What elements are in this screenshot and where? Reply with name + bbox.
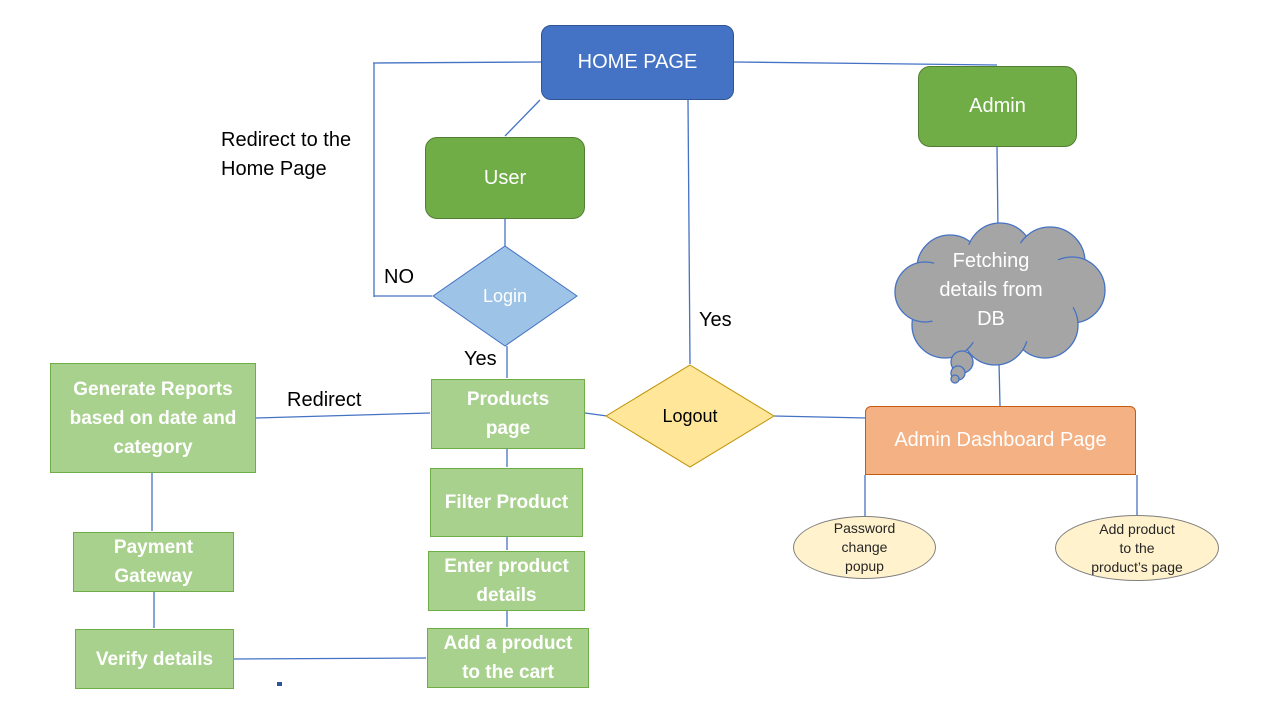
line-home-user	[504, 99, 541, 137]
user-node: User	[425, 137, 585, 219]
line-products-logout	[584, 412, 608, 417]
redirect-home-label: Redirect to the Home Page	[221, 129, 352, 180]
add-product-page-node: Add product to the product’s page	[1055, 515, 1219, 581]
add-to-cart-node: Add a product to the cart	[427, 628, 589, 688]
logout-text: Logout	[662, 405, 718, 426]
line-home-logout	[687, 99, 691, 365]
logout-diamond	[605, 364, 775, 468]
password-popup-text: Password change popup	[833, 520, 896, 574]
filter-product-node: Filter Product	[430, 468, 583, 537]
line-verify-cart	[233, 657, 427, 660]
login-diamond	[432, 245, 578, 347]
line-home-left	[372, 61, 542, 64]
line-logout-dashboard	[773, 415, 867, 419]
home-page-node: HOME PAGE	[541, 25, 734, 100]
yes-logout-label: Yes	[699, 309, 732, 331]
line-admin-cloud	[996, 146, 999, 232]
admin-node: Admin	[918, 66, 1077, 147]
password-popup-node: Password change popup	[793, 516, 936, 579]
add-to-cart-text: Add a product to the cart	[443, 633, 573, 683]
enter-product-details-text: Enter product details	[444, 556, 569, 606]
admin-dashboard-node: Admin Dashboard Page	[865, 406, 1136, 475]
products-page-text: Products page	[466, 389, 550, 439]
payment-gateway-node: Payment Gateway	[73, 532, 234, 592]
verify-details-node: Verify details	[75, 629, 234, 689]
line-reports-products	[255, 412, 431, 419]
fetching-text: Fetching details from DB	[939, 249, 1043, 330]
redirect-label: Redirect	[287, 389, 362, 411]
products-page-node: Products page	[431, 379, 585, 449]
line-home-admin	[733, 61, 998, 66]
login-text: Login	[482, 285, 528, 306]
line-cloud-dashboard	[998, 361, 1001, 407]
no-label: NO	[384, 266, 414, 288]
yes-login-label: Yes	[464, 348, 497, 370]
cloud-fill	[920, 241, 1076, 345]
generate-reports-node: Generate Reports based on date and categ…	[50, 363, 256, 473]
enter-product-details-node: Enter product details	[428, 551, 585, 611]
payment-gateway-text: Payment Gateway	[113, 537, 194, 587]
generate-reports-text: Generate Reports based on date and categ…	[69, 378, 237, 458]
stray-marker	[277, 682, 282, 686]
add-product-page-text: Add product to the product’s page	[1091, 520, 1183, 575]
